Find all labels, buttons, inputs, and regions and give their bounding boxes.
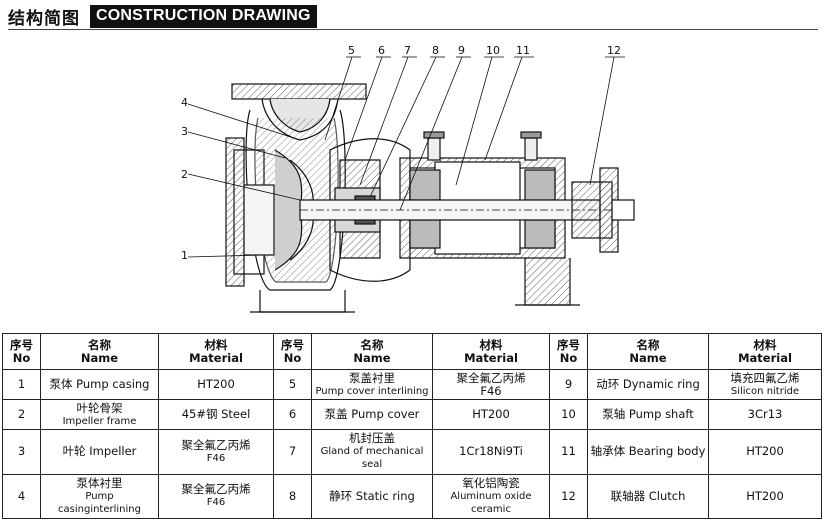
part-material: 1Cr18Ni9Ti (432, 429, 550, 475)
callout-11: 11 (516, 44, 530, 57)
part-no: 1 (2, 368, 41, 401)
part-no: 3 (2, 429, 41, 475)
part-material: 45#钢 Steel (158, 399, 274, 431)
part-material: 3Cr13 (708, 399, 822, 431)
callout-5: 5 (348, 44, 355, 57)
callout-1: 1 (181, 249, 188, 262)
title-english: CONSTRUCTION DRAWING (90, 5, 317, 28)
part-name: 泵体 Pump casing (40, 368, 159, 401)
part-no: 5 (273, 368, 312, 401)
pump-construction-drawing: 1 2 3 4 5 6 7 8 9 10 11 12 (181, 44, 635, 313)
callout-4: 4 (181, 96, 188, 109)
part-material: HT200 (708, 429, 822, 475)
part-no: 12 (549, 473, 588, 519)
part-no: 9 (549, 368, 588, 401)
part-material: HT200 (708, 473, 822, 519)
part-material: HT200 (432, 399, 550, 431)
callout-7: 7 (404, 44, 411, 57)
page-header: 结构简图 CONSTRUCTION DRAWING (8, 4, 340, 29)
title-chinese: 结构简图 (8, 9, 80, 29)
callout-9: 9 (458, 44, 465, 57)
part-no: 4 (2, 473, 41, 519)
callout-6: 6 (378, 44, 385, 57)
part-name: 泵盖 Pump cover (311, 399, 433, 431)
part-no: 7 (273, 429, 312, 475)
callout-2: 2 (181, 168, 188, 181)
part-no: 2 (2, 399, 41, 431)
callout-labels: 1 2 3 4 5 6 7 8 9 10 11 12 (181, 44, 621, 262)
part-name: 动环 Dynamic ring (587, 368, 709, 401)
part-no: 11 (549, 429, 588, 475)
callout-3: 3 (181, 125, 188, 138)
part-name: 联轴器 Clutch (587, 473, 709, 519)
part-name: 泵轴 Pump shaft (587, 399, 709, 431)
callout-10: 10 (486, 44, 500, 57)
header-divider (8, 29, 818, 30)
part-name: 叶轮 Impeller (40, 429, 159, 475)
part-no: 6 (273, 399, 312, 431)
part-no: 8 (273, 473, 312, 519)
part-name: 轴承体 Bearing body (587, 429, 709, 475)
part-no: 10 (549, 399, 588, 431)
callout-leader-lines (187, 56, 625, 258)
part-material: HT200 (158, 368, 274, 401)
pump-body-outline (225, 83, 635, 313)
part-name: 静环 Static ring (311, 473, 433, 519)
callout-12: 12 (607, 44, 621, 57)
callout-8: 8 (432, 44, 439, 57)
